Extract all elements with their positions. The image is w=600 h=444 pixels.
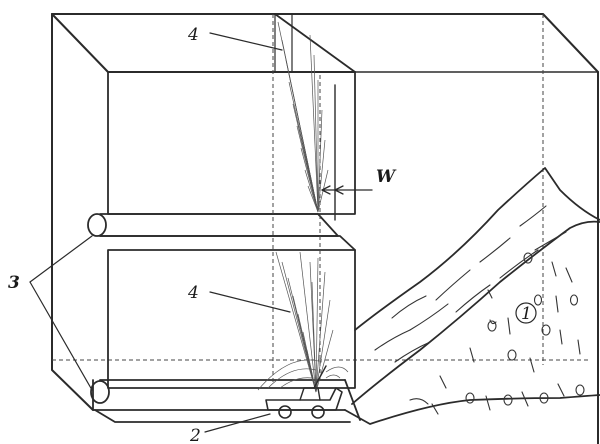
lower-block — [90, 249, 361, 423]
vertical-slot — [272, 14, 336, 385]
width-dimension — [321, 185, 373, 195]
leader-lines — [29, 32, 291, 433]
ore-body — [344, 167, 600, 425]
upper-drift — [87, 213, 356, 251]
label-borehole-fan-bottom: 4 — [187, 283, 199, 303]
label-width: W — [376, 167, 397, 187]
broken-ore — [409, 252, 585, 415]
label-borehole-fan-top: 4 — [187, 25, 199, 45]
label-ore-body: 1 — [521, 304, 532, 324]
label-machine: 2 — [189, 426, 201, 444]
upper-borehole-fan — [277, 21, 329, 213]
signal-waves — [257, 359, 349, 391]
label-drifts: 3 — [8, 273, 20, 293]
outer-block — [51, 13, 599, 444]
drilling-machine-icon — [265, 365, 343, 419]
lower-borehole-fan — [275, 251, 334, 393]
ore-label-circle — [515, 302, 537, 324]
